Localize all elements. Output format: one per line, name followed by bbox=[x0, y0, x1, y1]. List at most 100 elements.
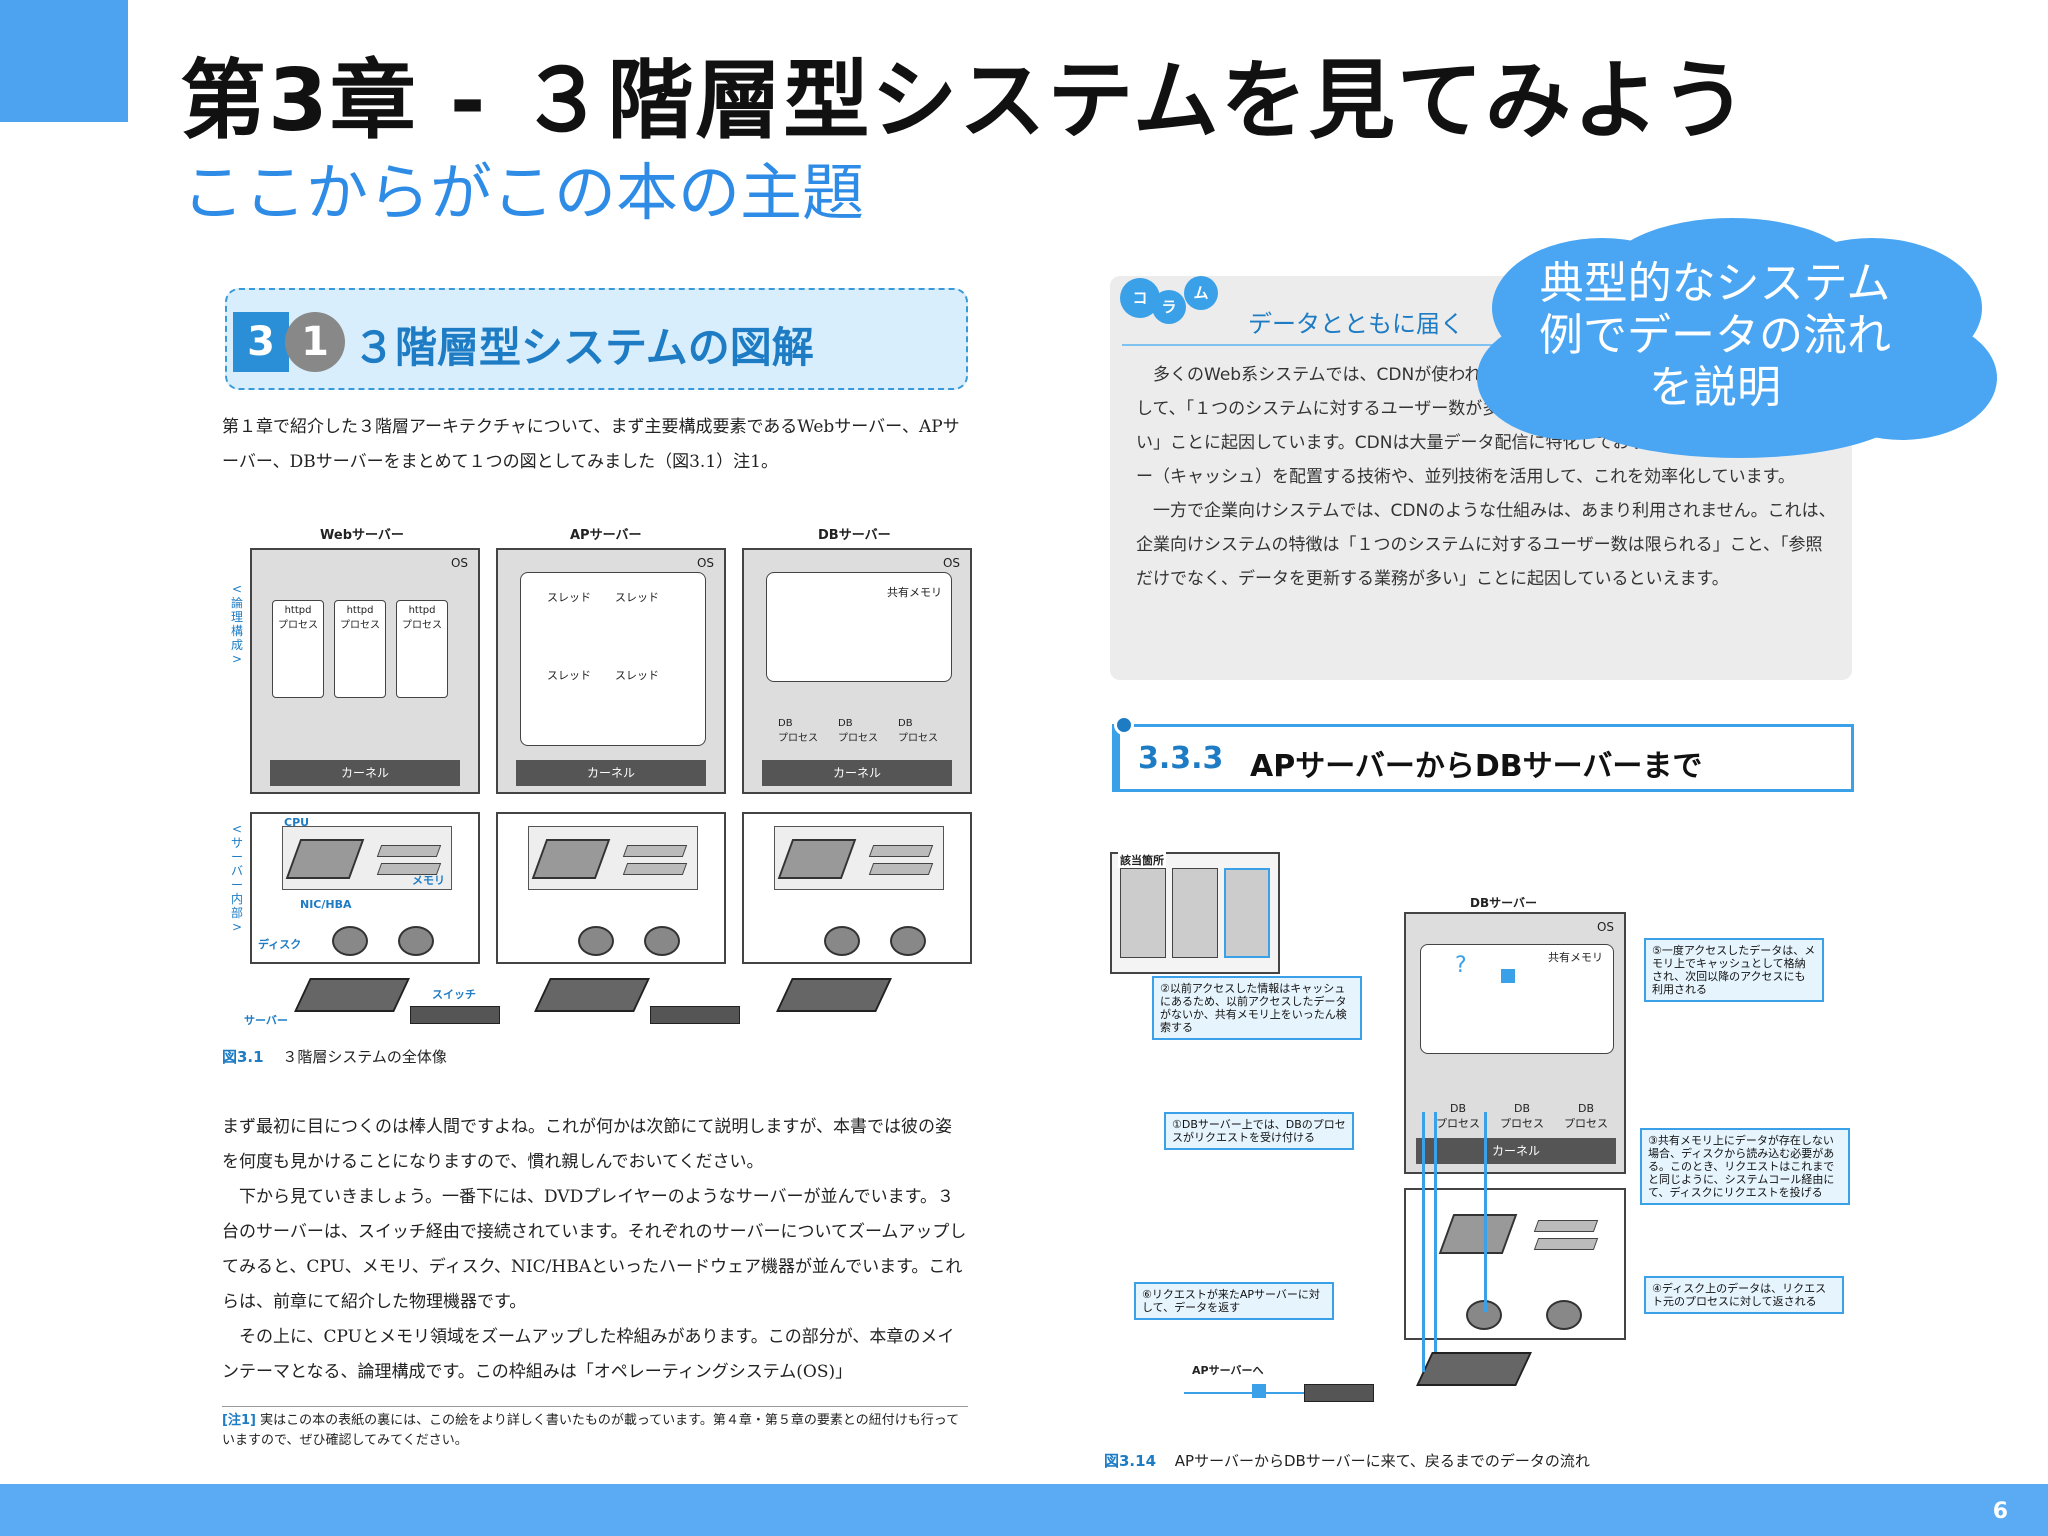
flow-line bbox=[1434, 1112, 1437, 1352]
slide-title: 第3章 - ３階層型システムを見てみよう bbox=[180, 51, 1749, 151]
server-icon bbox=[776, 978, 892, 1012]
ap-hardware-box bbox=[496, 812, 726, 964]
column-divider bbox=[1122, 344, 1582, 346]
section-header: 3 1 ３階層型システムの図解 bbox=[225, 288, 968, 390]
callout-step-3: ③共有メモリ上にデータが存在しない場合、ディスクから読み込む必要がある。このとき… bbox=[1640, 1128, 1850, 1205]
disk-icon bbox=[1546, 1300, 1582, 1330]
thread-label: スレッド bbox=[547, 669, 591, 682]
page-number: 6 bbox=[1992, 1499, 2008, 1524]
footer-bar bbox=[0, 1484, 2048, 1536]
figure-3-1: Webサーバー APサーバー DBサーバー <論理構成> <サーバー内部> OS… bbox=[222, 522, 972, 1042]
intro-paragraph: 第１章で紹介した３階層アーキテクチャについて、まず主要構成要素であるWebサーバ… bbox=[222, 417, 960, 472]
callout-step-4: ④ディスク上のデータは、リクエスト元のプロセスに対して返される bbox=[1644, 1276, 1844, 1314]
server-label: サーバー bbox=[244, 1014, 288, 1027]
db-hardware-box bbox=[1404, 1188, 1626, 1340]
physical-side-label: <サーバー内部> bbox=[230, 822, 243, 934]
cpu-memory-zoom bbox=[528, 826, 698, 890]
server-icon bbox=[1416, 1352, 1532, 1386]
disk-icon bbox=[824, 926, 860, 956]
ap-os-box: OS スレッド スレッド スレッド スレッド カーネル bbox=[496, 548, 726, 794]
kernel-bar: カーネル bbox=[270, 760, 460, 786]
figure-caption-text: APサーバーからDBサーバーに来て、戻るまでのデータの流れ bbox=[1174, 1452, 1590, 1470]
web-hardware-box: CPU メモリ NIC/HBA ディスク bbox=[250, 812, 480, 964]
section-title: APサーバーからDBサーバーまで bbox=[1250, 749, 1703, 784]
httpd-process: httpd プロセス bbox=[334, 600, 386, 698]
db-os-box: OS 共有メモリ DB プロセス DB プロセス DB プロセス カーネル bbox=[742, 548, 972, 794]
cpu-memory-zoom bbox=[282, 826, 452, 890]
memory-module-icon bbox=[376, 845, 442, 857]
shared-memory-label: 共有メモリ bbox=[887, 586, 942, 599]
kernel-bar: カーネル bbox=[1416, 1138, 1616, 1164]
db-process-label: DB プロセス bbox=[1436, 1102, 1480, 1130]
callout-step-1: ①DBサーバー上では、DBのプロセスがリクエストを受け付ける bbox=[1164, 1112, 1354, 1150]
server-icon bbox=[294, 978, 410, 1012]
figure-3-14-caption: 図3.14 APサーバーからDBサーバーに来て、戻るまでのデータの流れ bbox=[1104, 1450, 1590, 1471]
shared-memory-label: 共有メモリ bbox=[1548, 951, 1603, 964]
memory-label: メモリ bbox=[412, 874, 445, 887]
return-arrow bbox=[1184, 1392, 1304, 1394]
section-number: 3 bbox=[233, 312, 289, 372]
httpd-process: httpd プロセス bbox=[396, 600, 448, 698]
cloud-callout-shape bbox=[1477, 218, 1997, 458]
section-number: 3.3.3 bbox=[1138, 741, 1224, 776]
footnote: [注1] 実はこの本の表紙の裏には、この絵をより詳しく書いたものが載っています。… bbox=[222, 1406, 968, 1451]
figure-tag: 図3.14 bbox=[1104, 1452, 1157, 1470]
disk-icon bbox=[644, 926, 680, 956]
callout-step-2: ②以前アクセスした情報はキャッシュにあるため、以前アクセスしたデータがないか、共… bbox=[1152, 976, 1362, 1040]
disk-label: ディスク bbox=[258, 938, 302, 951]
cpu-chip-icon bbox=[285, 839, 365, 879]
kernel-bar: カーネル bbox=[516, 760, 706, 786]
db-server-label: DBサーバー bbox=[1470, 896, 1537, 910]
web-server-label: Webサーバー bbox=[320, 528, 404, 543]
kernel-bar: カーネル bbox=[762, 760, 952, 786]
shared-memory-area bbox=[766, 572, 952, 682]
cpu-label: CPU bbox=[284, 816, 310, 829]
figure-caption-text: ３階層システムの全体像 bbox=[282, 1048, 447, 1066]
logical-side-label: <論理構成> bbox=[230, 582, 243, 666]
callout-step-6: ⑥リクエストが来たAPサーバーに対して、データを返す bbox=[1134, 1282, 1334, 1320]
switch-icon bbox=[1304, 1384, 1374, 1402]
db-process-label: DB プロセス bbox=[898, 718, 938, 744]
db-os-box: OS 共有メモリ ? DB プロセス DB プロセス DB プロセス カーネル bbox=[1404, 912, 1626, 1174]
slide-subtitle: ここからがこの本の主題 bbox=[182, 156, 865, 229]
thread-label: スレッド bbox=[615, 591, 659, 604]
figure-tag: 図3.1 bbox=[222, 1048, 264, 1066]
right-book-page: コ ラ ム データとともに届く 多くのWeb系システムでは、CDNが使われていま… bbox=[1104, 262, 1864, 1472]
switch-label: スイッチ bbox=[432, 988, 476, 1001]
thread-label: スレッド bbox=[615, 669, 659, 682]
callout-step-5: ⑤一度アクセスしたデータは、メモリ上でキャッシュとして格納され、次回以降のアクセ… bbox=[1644, 938, 1824, 1002]
web-os-box: OS httpd プロセス httpd プロセス httpd プロセス カーネル bbox=[250, 548, 480, 794]
data-block-icon bbox=[1252, 1384, 1266, 1398]
left-book-page: 3 1 ３階層型システムの図解 第１章で紹介した３階層アーキテクチャについて、ま… bbox=[222, 282, 972, 1462]
disk-icon bbox=[578, 926, 614, 956]
server-icon bbox=[534, 978, 650, 1012]
cpu-chip-icon bbox=[531, 839, 611, 879]
os-label: OS bbox=[1596, 920, 1614, 934]
os-label: OS bbox=[942, 556, 960, 570]
overview-thumbnail: 該当箇所 bbox=[1110, 852, 1280, 974]
db-process-label: DB プロセス bbox=[838, 718, 878, 744]
flow-line bbox=[1484, 1112, 1487, 1312]
ap-server-label: APサーバー bbox=[570, 528, 642, 543]
thread-label: スレッド bbox=[547, 591, 591, 604]
db-process-label: DB プロセス bbox=[1500, 1102, 1544, 1130]
cpu-memory-zoom bbox=[774, 826, 944, 890]
memory-module-icon bbox=[868, 863, 934, 875]
footnote-tag: [注1] bbox=[222, 1413, 256, 1428]
db-process-label: DB プロセス bbox=[1564, 1102, 1608, 1130]
cloud-callout-text: 典型的なシステム例でデータの流れを説明 bbox=[1539, 258, 1891, 413]
switch-icon bbox=[410, 1006, 500, 1024]
switch-icon bbox=[650, 1006, 740, 1024]
figure-3-14: 該当箇所 DBサーバー OS 共有メモリ ? DB プロセス DB プロセス D… bbox=[1104, 852, 1864, 1452]
os-label: OS bbox=[696, 556, 714, 570]
cpu-chip-icon bbox=[1438, 1214, 1518, 1254]
os-label: OS bbox=[450, 556, 468, 570]
section-bullet-icon bbox=[1114, 715, 1134, 735]
memory-module-icon bbox=[1533, 1238, 1599, 1250]
data-block-icon bbox=[1501, 969, 1515, 983]
thread-area: スレッド スレッド スレッド スレッド bbox=[520, 572, 706, 746]
memory-module-icon bbox=[622, 845, 688, 857]
shared-memory-area: 共有メモリ ? bbox=[1420, 944, 1614, 1054]
db-server-label: DBサーバー bbox=[818, 528, 891, 543]
httpd-process: httpd プロセス bbox=[272, 600, 324, 698]
